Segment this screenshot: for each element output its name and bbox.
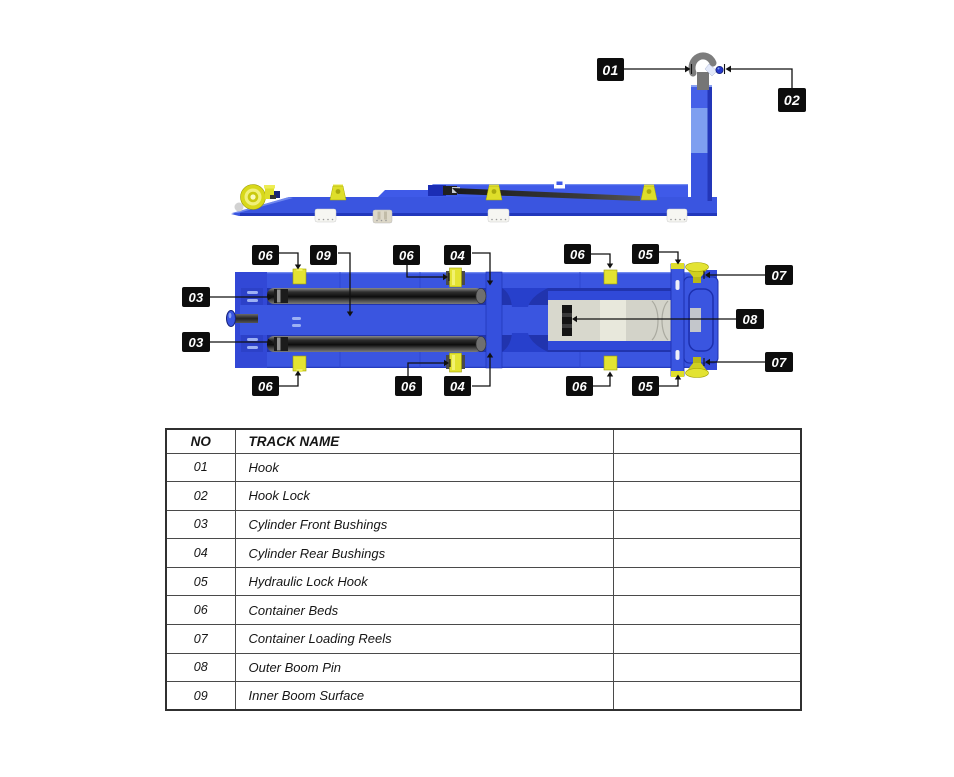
container-loading-reel-bottom [685, 357, 709, 378]
hook-boom-column [691, 85, 712, 201]
part-name-cell: Outer Boom Pin [234, 652, 614, 683]
callout-05-top: 05 [632, 244, 659, 264]
callout-08: 08 [736, 309, 764, 329]
part-name-cell: Hook [234, 452, 614, 483]
callout-07-bottom: 07 [765, 352, 793, 372]
cylinder-front-bushing [274, 337, 288, 351]
callout-06-top-3: 06 [564, 244, 591, 264]
callout-01: 01 [597, 58, 624, 81]
blank-cell [612, 452, 802, 483]
table-row: 01 Hook [165, 452, 802, 483]
table-row: 09 Inner Boom Surface [165, 681, 802, 711]
hook-shape [688, 52, 717, 77]
table-row: 07 Container Loading Reels [165, 624, 802, 654]
blank-cell [612, 481, 802, 511]
container-guide-lugs [329, 184, 658, 201]
front-roller [234, 184, 280, 212]
rear-assembly [670, 262, 719, 378]
part-name-cell: Cylinder Front Bushings [234, 509, 614, 540]
inner-boom-surface [548, 291, 688, 350]
table-row: 04 Cylinder Rear Bushings [165, 538, 802, 568]
table-row: 06 Container Beds [165, 595, 802, 626]
part-name-cell: Hydraulic Lock Hook [234, 566, 614, 597]
blank-cell [612, 566, 802, 597]
blank-cell [612, 652, 802, 683]
outer-boom-pin [562, 305, 572, 336]
table-row: 08 Outer Boom Pin [165, 652, 802, 683]
deck-notch [554, 184, 565, 189]
callout-06-top-2: 06 [393, 245, 420, 265]
callout-06-bottom-2: 06 [395, 376, 422, 396]
part-no-cell: 06 [165, 595, 236, 626]
table-header-row: NO TRACK NAME [165, 428, 802, 454]
hook-latch [704, 63, 718, 77]
blank-cell [612, 595, 802, 626]
blank-cell [612, 624, 802, 654]
hydraulic-lock-bar [670, 263, 685, 377]
front-bracket [265, 187, 274, 199]
col-header-blank [612, 428, 802, 454]
bed-barrel-bottom [446, 352, 465, 373]
container-bed-brackets [292, 267, 618, 373]
part-name-cell: Cylinder Rear Bushings [234, 538, 614, 568]
callout-04-bottom: 04 [444, 376, 471, 396]
front-pin [226, 310, 258, 327]
hooklift-side-view-diagram [231, 52, 793, 224]
part-no-cell: 01 [165, 452, 236, 483]
container-loading-reel-top [685, 262, 709, 283]
part-no-cell: 07 [165, 624, 236, 654]
part-name-cell: Container Loading Reels [234, 624, 614, 654]
hooklift-top-view-diagram [210, 251, 765, 387]
callout-07-top: 07 [765, 265, 793, 285]
cylinders [267, 288, 487, 352]
mounting-feet [314, 208, 688, 224]
blank-cell [612, 509, 802, 540]
callout-03-bottom: 03 [182, 332, 210, 352]
callout-02: 02 [778, 88, 806, 112]
table-row: 05 Hydraulic Lock Hook [165, 566, 802, 597]
callout-09: 09 [310, 245, 337, 265]
part-no-cell: 08 [165, 652, 236, 683]
callout-05-bottom: 05 [632, 376, 659, 396]
table-row: 02 Hook Lock [165, 481, 802, 511]
callout-06-top-1: 06 [252, 245, 279, 265]
part-no-cell: 02 [165, 481, 236, 511]
callout-04-top: 04 [444, 245, 471, 265]
top-leader-lines [210, 251, 765, 387]
blank-cell [612, 681, 802, 711]
hook-lock-pin [715, 66, 724, 75]
callout-06-bottom-1: 06 [252, 376, 279, 396]
part-no-cell: 05 [165, 566, 236, 597]
table-row: 03 Cylinder Front Bushings [165, 509, 802, 540]
col-header-track-name: TRACK NAME [234, 428, 614, 454]
part-no-cell: 04 [165, 538, 236, 568]
part-name-cell: Inner Boom Surface [234, 681, 614, 711]
col-header-no: NO [165, 428, 236, 454]
cylinder-front-bushing [274, 289, 288, 303]
part-no-cell: 09 [165, 681, 236, 711]
part-name-cell: Container Beds [234, 595, 614, 626]
callout-06-bottom-3: 06 [566, 376, 593, 396]
parts-table: NO TRACK NAME 01 Hook 02 Hook Lock 03 Cy… [165, 428, 802, 712]
hook [688, 52, 718, 90]
blank-cell [612, 538, 802, 568]
bed-barrel-top [446, 267, 465, 288]
side-leader-lines [624, 64, 793, 88]
callout-03-top: 03 [182, 287, 210, 307]
part-name-cell: Hook Lock [234, 481, 614, 511]
part-no-cell: 03 [165, 509, 236, 540]
